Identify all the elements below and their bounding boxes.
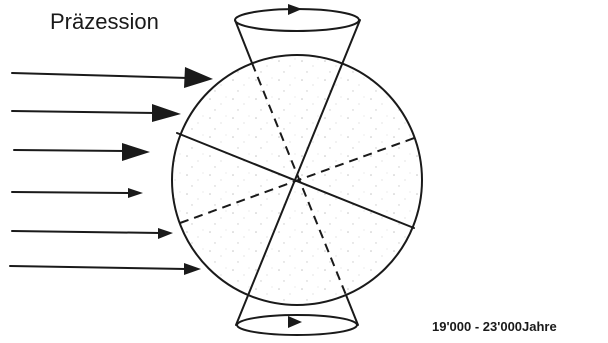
rotation-arrow-icon [288, 316, 302, 328]
ray-arrow [12, 104, 181, 122]
period-caption: 19'000 - 23'000Jahre [432, 319, 557, 334]
ray-arrow [14, 143, 150, 161]
ray-arrow [12, 188, 143, 198]
ray-arrow [12, 67, 213, 88]
ray-arrow [12, 228, 173, 239]
ray-arrow [10, 263, 201, 275]
bottom-precession-circle [237, 315, 357, 335]
diagram-title: Präzession [50, 9, 159, 34]
rotation-arrow-icon [288, 4, 302, 15]
top-precession-circle [235, 4, 359, 31]
